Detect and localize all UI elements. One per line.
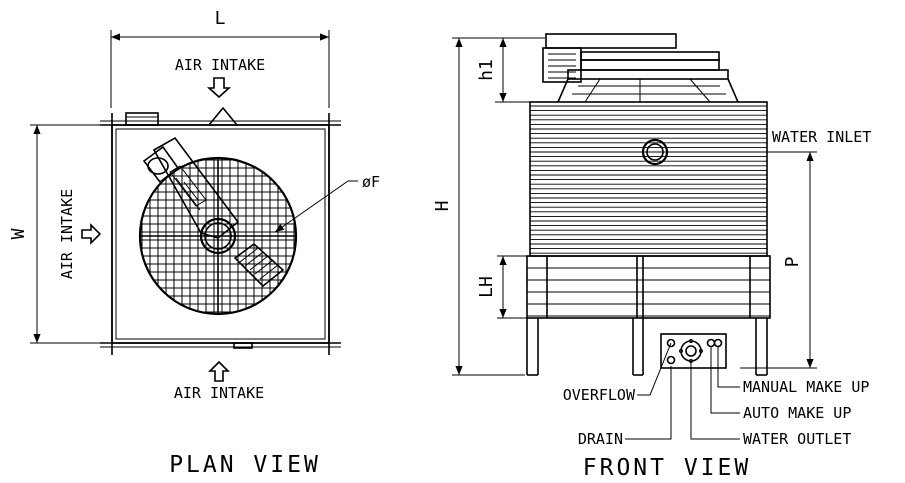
arrow-right-icon bbox=[81, 223, 102, 245]
arrow-down-icon bbox=[206, 77, 232, 99]
dim-fan-label: øF bbox=[362, 173, 380, 191]
drain-label: DRAIN bbox=[578, 430, 623, 448]
dim-p-label: P bbox=[782, 256, 803, 267]
support-legs bbox=[526, 318, 768, 376]
dim-lh-label: LH bbox=[476, 276, 497, 298]
dimension-w: W bbox=[8, 124, 112, 344]
dimension-l: L bbox=[110, 8, 330, 108]
front-view: H h1 LH P bbox=[432, 33, 871, 481]
air-intake-top-label: AIR INTAKE bbox=[175, 56, 265, 74]
overflow-label: OVERFLOW bbox=[563, 386, 636, 404]
air-intake-bottom-label: AIR INTAKE bbox=[174, 384, 264, 402]
tower-casing bbox=[529, 101, 768, 257]
front-view-title: FRONT VIEW bbox=[583, 455, 751, 481]
connection-leaders: OVERFLOW DRAIN WATER OUTLET AUTO MAKE UP… bbox=[563, 342, 869, 448]
dimension-lh: LH bbox=[476, 255, 530, 319]
fan-motor-assembly bbox=[542, 33, 739, 103]
fan-diameter-callout: øF bbox=[274, 173, 380, 233]
cold-water-basin bbox=[526, 255, 771, 319]
plan-view: L W bbox=[8, 8, 380, 478]
dimension-h: H bbox=[432, 37, 545, 376]
dim-h-label: H bbox=[432, 201, 453, 212]
plan-frame bbox=[100, 106, 341, 355]
auto-make-up-label: AUTO MAKE UP bbox=[743, 404, 851, 422]
pipe-connections bbox=[660, 333, 727, 369]
water-inlet: WATER INLET bbox=[641, 128, 871, 166]
dim-h1-label: h1 bbox=[476, 59, 497, 81]
plan-view-title: PLAN VIEW bbox=[169, 452, 321, 478]
dim-w-label: W bbox=[8, 228, 29, 239]
dim-l-label: L bbox=[215, 8, 226, 29]
water-outlet-label: WATER OUTLET bbox=[743, 430, 851, 448]
air-intake-left-label: AIR INTAKE bbox=[58, 189, 76, 279]
arrow-up-icon bbox=[208, 360, 230, 382]
manual-make-up-label: MANUAL MAKE UP bbox=[743, 378, 869, 396]
fan-guard bbox=[138, 136, 298, 316]
water-inlet-label: WATER INLET bbox=[772, 128, 871, 146]
